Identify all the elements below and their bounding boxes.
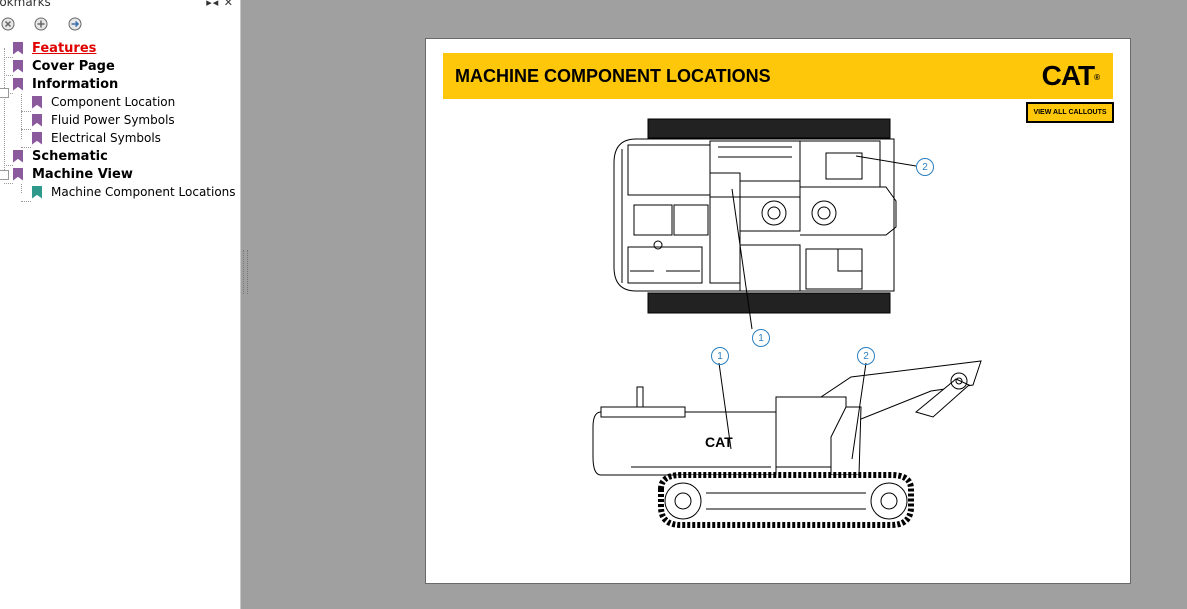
bookmark-icon bbox=[13, 59, 23, 73]
callout-2-top-view[interactable]: 2 bbox=[916, 158, 934, 176]
panel-splitter[interactable] bbox=[243, 250, 248, 294]
bookmark-machine-component-locations[interactable]: Machine Component Locations bbox=[32, 183, 236, 201]
callout-2-side-view[interactable]: 2 bbox=[857, 347, 875, 365]
tree-connector bbox=[21, 147, 31, 148]
page-title: MACHINE COMPONENT LOCATIONS bbox=[455, 66, 771, 86]
machine-top-view-diagram bbox=[613, 118, 897, 314]
tree-connector bbox=[4, 183, 13, 184]
bookmark-icon bbox=[32, 113, 42, 127]
delete-bookmark-icon[interactable] bbox=[1, 17, 16, 32]
tree-connector bbox=[4, 75, 13, 76]
bookmark-icon bbox=[13, 77, 23, 91]
bookmark-fluid-power-symbols[interactable]: Fluid Power Symbols bbox=[32, 111, 175, 129]
pin-icon[interactable]: ▸◂ bbox=[206, 0, 220, 9]
document-page: MACHINE COMPONENT LOCATIONS CAT® VIEW AL… bbox=[425, 38, 1131, 584]
panel-controls[interactable]: ▸◂ ✕ bbox=[206, 0, 234, 9]
machine-side-view-diagram: CAT bbox=[592, 360, 982, 528]
bookmark-label: Component Location bbox=[51, 95, 176, 109]
tree-connector bbox=[4, 48, 5, 174]
callout-overlay bbox=[718, 155, 917, 460]
tree-connector bbox=[21, 111, 31, 112]
bookmark-component-location[interactable]: Component Location bbox=[32, 93, 175, 111]
callout-leader-line bbox=[718, 362, 732, 450]
bookmark-label: Features bbox=[32, 40, 97, 56]
bookmark-information[interactable]: Information bbox=[13, 75, 118, 93]
panel-title: ookmarks bbox=[0, 0, 51, 9]
bookmark-icon bbox=[32, 185, 42, 199]
callout-leader-line bbox=[851, 362, 867, 460]
bookmark-features[interactable]: Features bbox=[13, 39, 96, 57]
callout-leader-line bbox=[731, 188, 753, 330]
tree-connector bbox=[4, 165, 13, 166]
tree-connector bbox=[21, 201, 31, 202]
callout-leader-line bbox=[855, 155, 917, 167]
bookmark-icon bbox=[32, 131, 42, 145]
bookmark-label: Machine Component Locations bbox=[51, 185, 236, 199]
bookmark-cover-page[interactable]: Cover Page bbox=[13, 57, 115, 75]
tree-connector bbox=[21, 129, 31, 130]
bookmark-label: Fluid Power Symbols bbox=[51, 113, 175, 127]
cat-logo: CAT® bbox=[1041, 60, 1100, 91]
collapse-icon[interactable] bbox=[0, 170, 9, 180]
collapse-icon[interactable] bbox=[0, 88, 9, 98]
bookmark-label: Machine View bbox=[32, 166, 133, 182]
bookmark-label: Cover Page bbox=[32, 58, 115, 74]
bookmark-machine-view[interactable]: Machine View bbox=[13, 165, 133, 183]
bookmark-icon bbox=[13, 149, 23, 163]
bookmark-icon bbox=[13, 167, 23, 181]
add-bookmark-icon[interactable] bbox=[34, 17, 49, 32]
svg-text:CAT: CAT bbox=[705, 434, 733, 450]
bookmark-schematic[interactable]: Schematic bbox=[13, 147, 108, 165]
title-banner: MACHINE COMPONENT LOCATIONS CAT® bbox=[443, 53, 1113, 99]
view-all-callouts-button[interactable]: VIEW ALL CALLOUTS bbox=[1026, 102, 1114, 123]
bookmark-label: Schematic bbox=[32, 148, 108, 164]
bookmark-icon bbox=[32, 95, 42, 109]
tree-connector bbox=[4, 57, 13, 58]
close-icon[interactable]: ✕ bbox=[223, 0, 234, 9]
bookmark-electrical-symbols[interactable]: Electrical Symbols bbox=[32, 129, 161, 147]
bookmark-label: Electrical Symbols bbox=[51, 131, 161, 145]
callout-1-side-view[interactable]: 1 bbox=[711, 347, 729, 365]
tree-connector bbox=[21, 94, 22, 139]
bookmarks-panel: ookmarks ▸◂ ✕ Features Cover Page Inform… bbox=[0, 0, 241, 609]
bookmark-label: Information bbox=[32, 76, 119, 92]
bookmark-icon bbox=[13, 41, 23, 55]
callout-1-top-view[interactable]: 1 bbox=[752, 329, 770, 347]
go-to-bookmark-icon[interactable] bbox=[68, 17, 83, 32]
tree-connector bbox=[21, 184, 22, 193]
